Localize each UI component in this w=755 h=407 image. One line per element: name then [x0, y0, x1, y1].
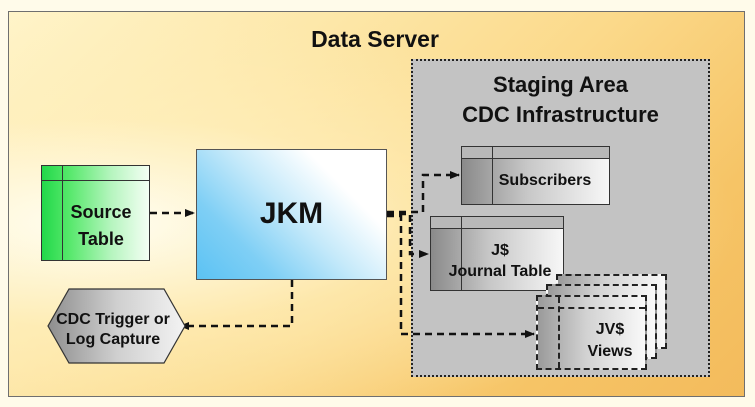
- views-label-line2: Views: [587, 343, 633, 360]
- jkm-to-cdc-arrow: [179, 280, 294, 330]
- views-label-line1: JV$: [595, 321, 625, 338]
- cdc-trigger-hexagon: [47, 288, 186, 364]
- journal-table-node: [430, 216, 564, 291]
- cdc-infrastructure-title: CDC Infrastructure: [462, 102, 659, 127]
- cdc-label-line2: Log Capture: [65, 331, 161, 348]
- cdc-trigger-label: CDC Trigger or Log Capture: [42, 310, 184, 350]
- source-table-label: Source Table: [41, 199, 161, 253]
- view-layer-front: [536, 295, 647, 370]
- data-server-title: Data Server: [311, 26, 439, 52]
- subscribers-table-node: [461, 146, 610, 205]
- journal-table-label: J$ Journal Table: [440, 240, 560, 282]
- source-label-line2: Table: [78, 229, 124, 249]
- staging-area-title: Staging Area: [493, 72, 628, 97]
- jkm-to-journal-arrow: [387, 212, 429, 258]
- views-label: JV$ Views: [545, 319, 675, 363]
- jkm-to-views-arrow: [387, 214, 535, 338]
- staging-area-label: Staging Area CDC Infrastructure: [411, 70, 710, 130]
- jkm-to-subscribers-arrow: [387, 171, 460, 214]
- jkm-label: JKM: [259, 197, 324, 230]
- source-label-line1: Source: [70, 202, 132, 222]
- journal-label-line2: Journal Table: [448, 263, 552, 280]
- cdc-label-line1: CDC Trigger or: [56, 311, 170, 328]
- journal-label-line1: J$: [491, 242, 509, 259]
- source-table-node: [41, 165, 150, 261]
- subscribers-label: Subscribers: [498, 172, 592, 189]
- jkm-node: [196, 149, 387, 280]
